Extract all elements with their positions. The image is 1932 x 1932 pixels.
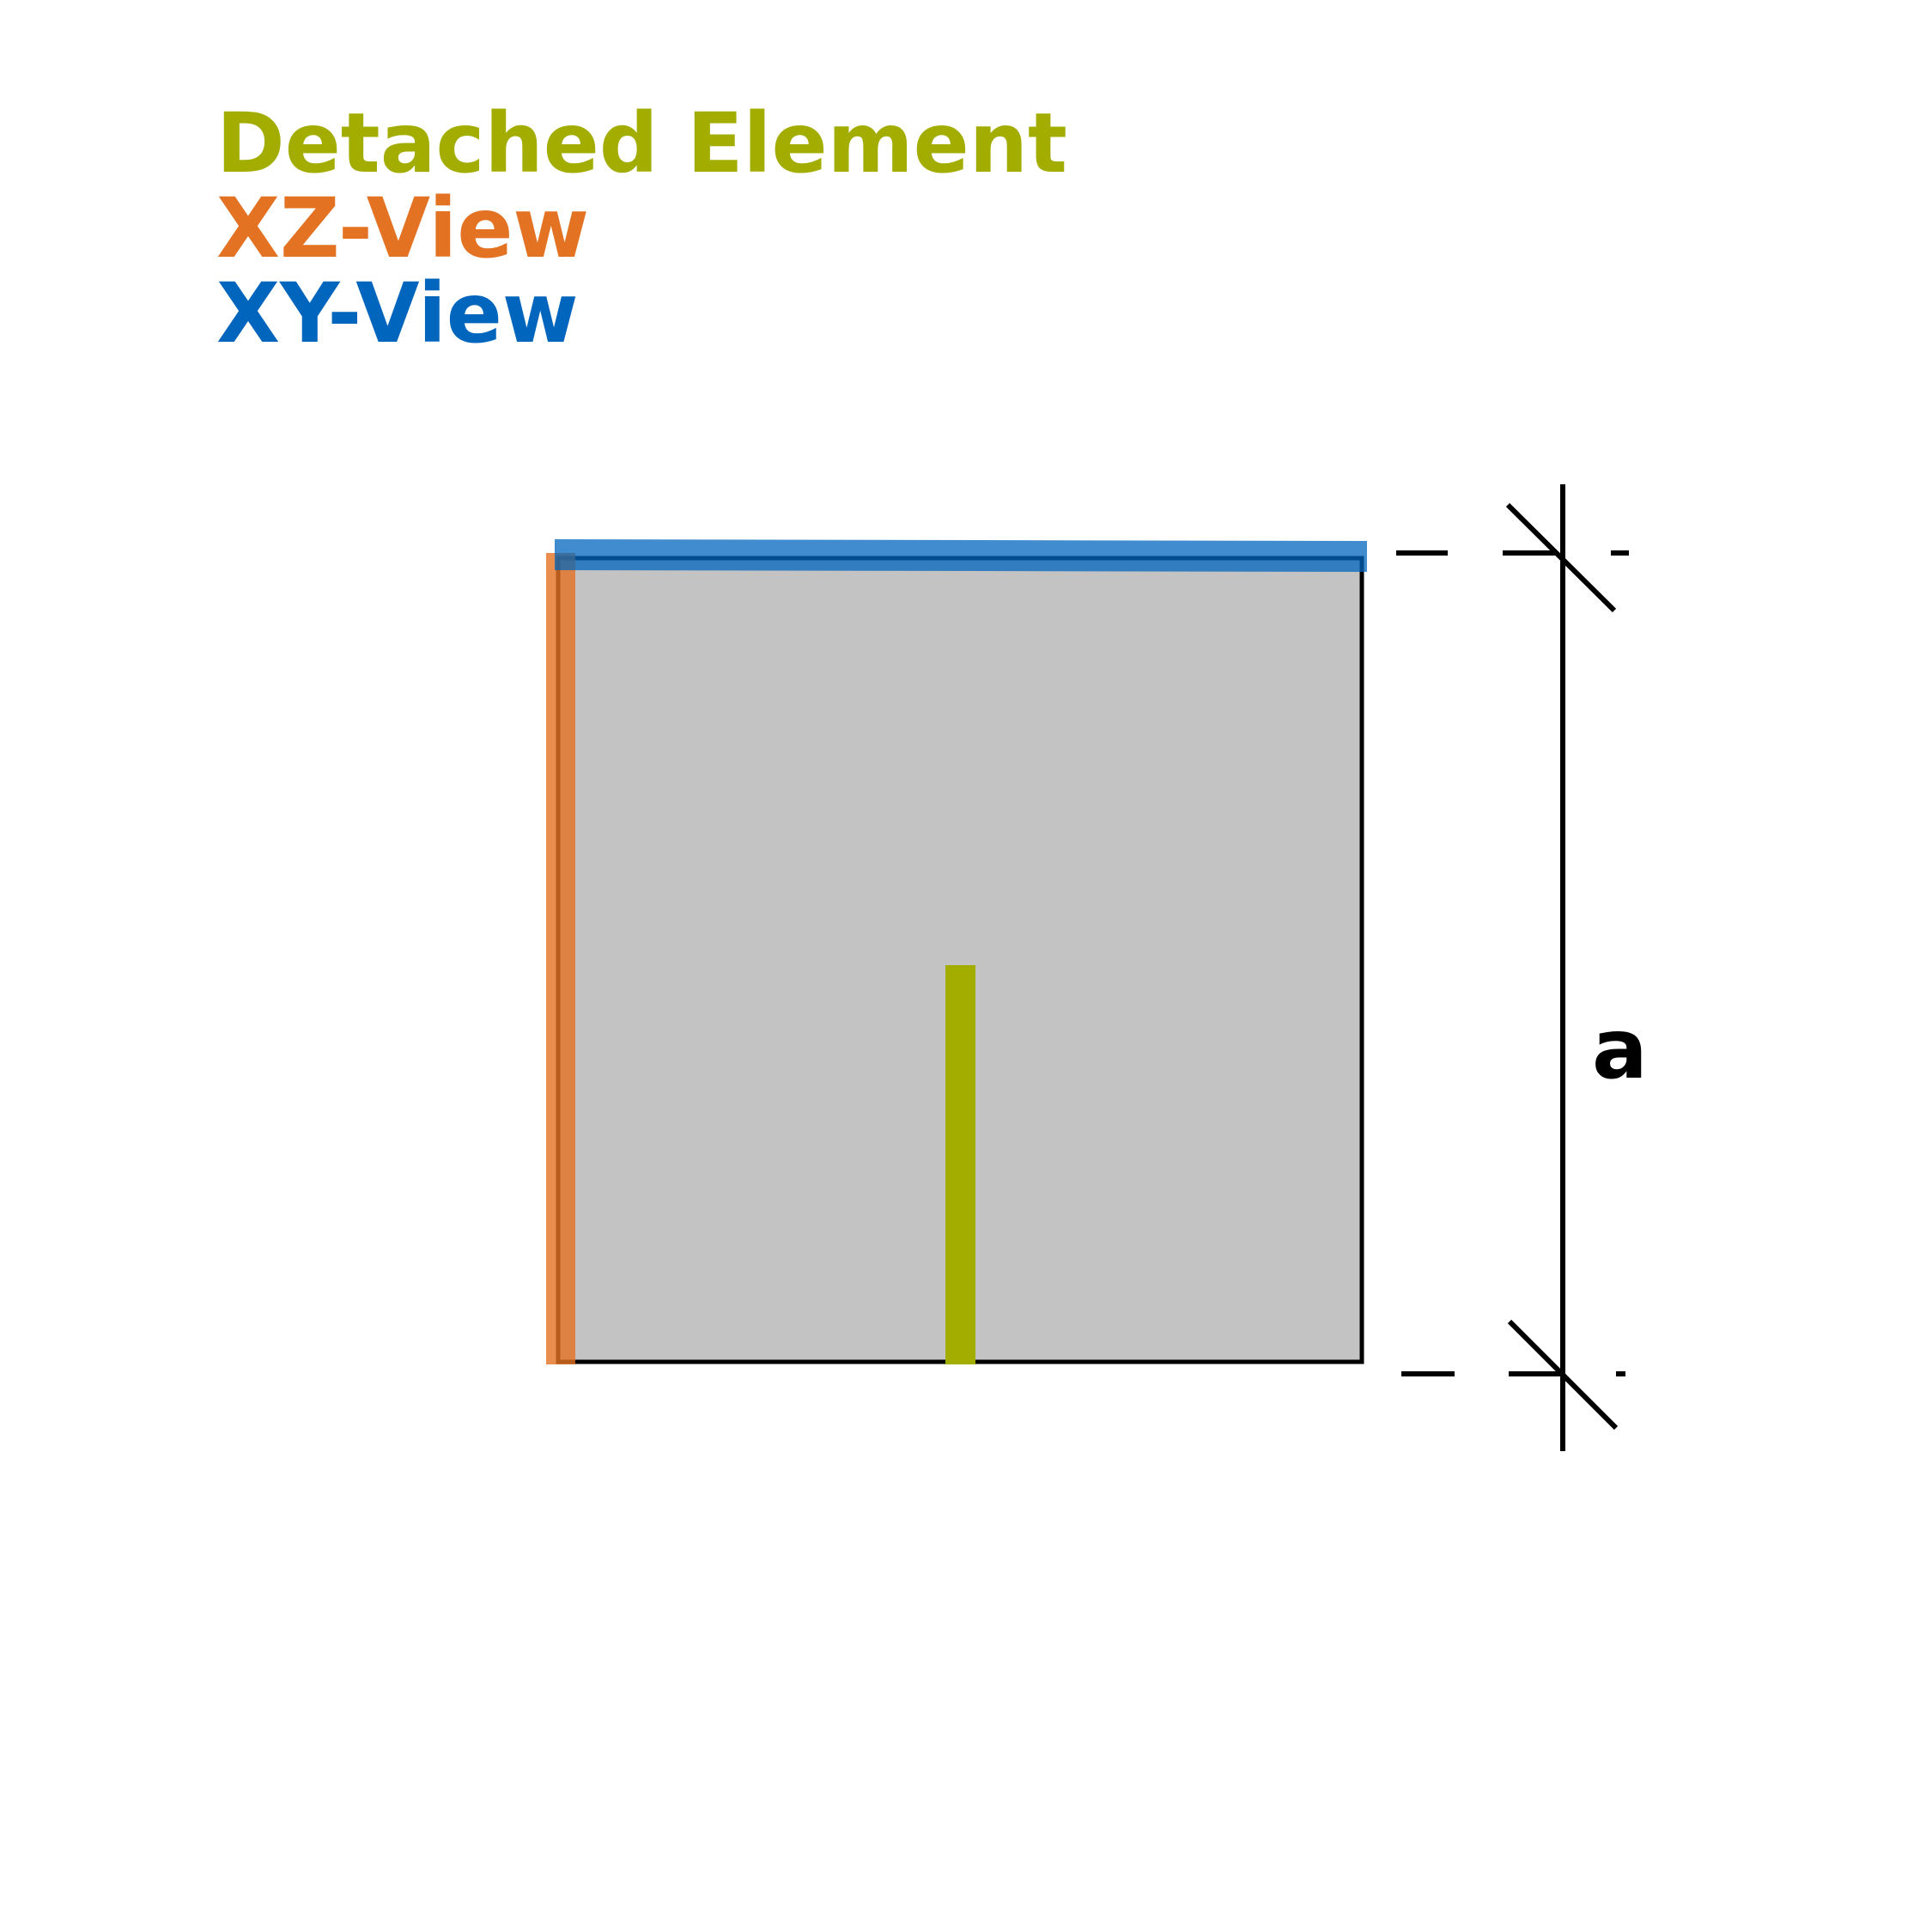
xy-view-edge xyxy=(555,539,1367,572)
xz-view-edge xyxy=(546,553,575,1364)
bottom-tick xyxy=(1507,1319,1619,1431)
detached-element xyxy=(945,965,975,1364)
top-tick xyxy=(1505,502,1617,613)
legend-xy-view: XY-View xyxy=(216,265,579,361)
legend-xz-view: XZ-View xyxy=(216,180,590,276)
legend-detached-element: Detached Element xyxy=(216,95,1067,191)
dimension-a xyxy=(1396,484,1629,1451)
dimension-label: a xyxy=(1592,1001,1648,1097)
legend: Detached Element XZ-View XY-View xyxy=(216,101,1067,356)
